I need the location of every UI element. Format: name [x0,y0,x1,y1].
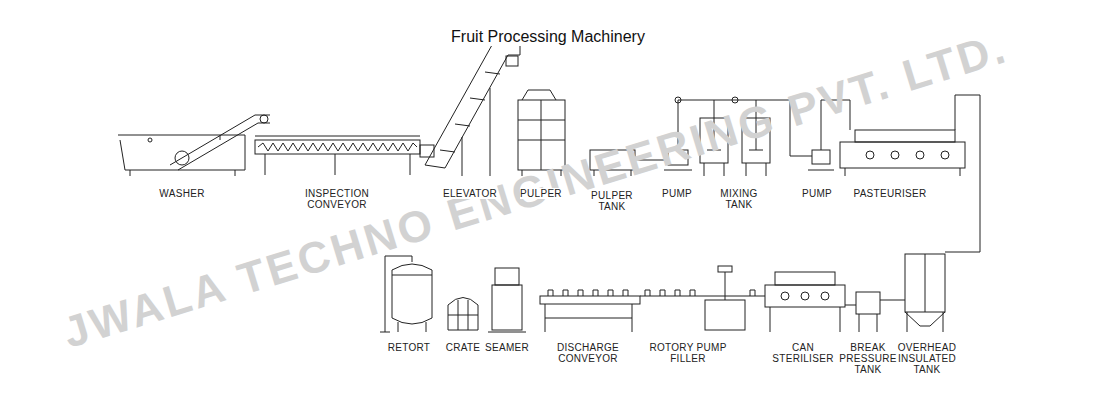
machine-name: DISCHARGE CONVEYOR [557,342,619,364]
machine-label: WASHER [142,188,222,199]
machine-name: SEAMER [485,342,529,353]
filler-drawing [640,266,765,330]
machine-label: CAN STERILISER [770,342,836,364]
machine-label: ROTORY PUMP FILLER [648,342,728,364]
machine-label: OVERHEAD INSULATED TANK [895,342,959,375]
machine-label: PULPER TANK [586,190,638,212]
machine-name: BREAK PRESSURE TANK [839,342,896,375]
machine-name: MIXING TANK [720,188,757,210]
can-steriliser-drawing [765,272,845,332]
machine-name: OVERHEAD INSULATED TANK [898,342,957,375]
elevator-drawing [425,45,520,176]
machine-label: SEAMER [482,342,532,353]
machine-name: RETORT [388,342,431,353]
crate-drawing [448,298,478,331]
retort-drawing [380,256,432,332]
seamer-drawing [488,268,526,332]
washer-drawing [118,115,270,176]
machine-name: INSPECTION CONVEYOR [305,188,369,210]
machine-name: WASHER [159,188,204,199]
machine-label: PUMP [657,188,697,199]
machine-label: RETORT [379,342,439,353]
machine-label: CRATE [441,342,485,353]
page-title: Fruit Processing Machinery [451,28,645,46]
machine-label: PULPER [511,188,571,199]
machine-label: DISCHARGE CONVEYOR [543,342,633,364]
discharge-conveyor-drawing [540,290,640,332]
machine-label: ELEVATOR [435,188,505,199]
machine-name: CAN STERILISER [772,342,833,364]
machine-name: ROTORY PUMP FILLER [649,342,726,364]
overhead-tank-drawing [880,254,945,332]
inspection-conveyor-drawing [255,136,434,175]
machine-name: PUMP [802,188,832,199]
machine-name: PASTEURISER [853,188,926,199]
machine-name: ELEVATOR [443,188,497,199]
machine-name: PULPER [520,188,562,199]
machine-label: MIXING TANK [713,188,765,210]
machine-name: CRATE [446,342,481,353]
pasteuriser-drawing [840,95,980,252]
machine-label: PUMP [797,188,837,199]
machine-label: PASTEURISER [845,188,935,199]
machine-name: PUMP [662,188,692,199]
machine-label: BREAK PRESSURE TANK [839,342,897,375]
machine-name: PULPER TANK [591,190,633,212]
machine-label: INSPECTION CONVEYOR [297,188,377,210]
break-pressure-tank-drawing [845,292,880,332]
